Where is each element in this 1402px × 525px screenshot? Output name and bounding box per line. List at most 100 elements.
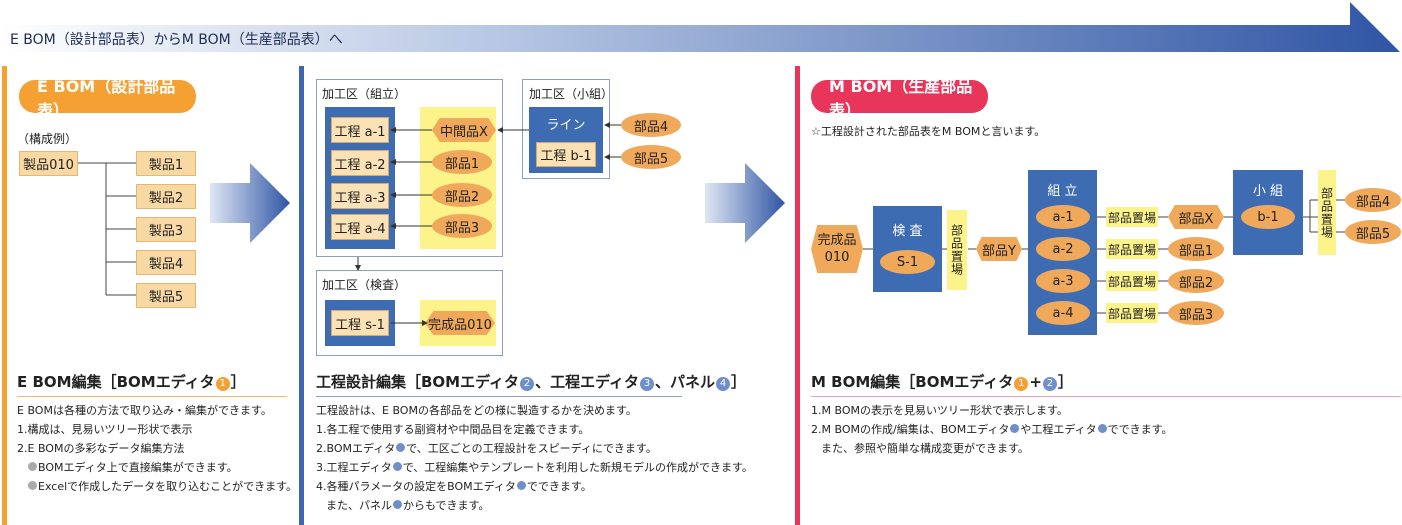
banner-arrow <box>0 2 1400 52</box>
zone-inspection-title: 加工区（検査） <box>322 278 407 292</box>
process-desc-part: 4.各種パラメータの設定をBOMエディタ <box>316 480 516 493</box>
ebom-desc-line: 1.構成は、見易いツリー形状で表示 <box>17 423 193 436</box>
inspection-head: 検 査 <box>892 224 923 239</box>
mbom-part-4: 部品4 <box>1345 188 1401 212</box>
mbom-pill: M BOM（生産部品表） <box>811 77 988 120</box>
finished-label: 完成品 <box>817 233 857 248</box>
process-desc-line: また、パネルからもできます。 <box>316 496 753 515</box>
line-label: ライン <box>546 118 586 133</box>
ebom-desc-line: Excelで作成したデータを取り込むことができます。 <box>38 480 298 493</box>
process-desc-part: で、工程編集やテンプレートを利用した新規モデルの作成ができます。 <box>402 461 753 474</box>
ebom-child-3: 製品3 <box>136 217 196 242</box>
mbom-inspection-panel <box>873 206 942 292</box>
ebom-pill: E BOM（設計部品表） <box>19 77 196 120</box>
ebom-column-bar <box>2 66 7 525</box>
process-divider <box>316 396 682 397</box>
ebom-pill-label: E BOM（設計部品表） <box>37 76 176 120</box>
process-step-a4: 工程 a-4 <box>331 214 389 240</box>
badge-1-icon: 1 <box>215 377 230 391</box>
mbom-description: 1.M BOMの表示を見易いツリー形状で表示します。 2.M BOMの作成/編集… <box>811 401 1173 458</box>
zone-small-assembly-title: 加工区（小組） <box>529 87 614 101</box>
ebom-desc-line: E BOMは各種の方法で取り込み・編集ができます。 <box>17 404 272 417</box>
mbom-desc-line: 1.M BOMの表示を見易いツリー形状で表示します。 <box>811 404 1068 417</box>
badge-2-icon: 2 <box>520 377 535 391</box>
mbom-edit-plus: + <box>1029 373 1042 391</box>
ebom-desc-bullet: BOMエディタ上で直接編集ができます。 <box>17 458 297 477</box>
finished-code: 010 <box>824 250 850 265</box>
mbom-desc-part: や工程エディタ <box>1020 423 1097 436</box>
ebom-description: E BOMは各種の方法で取り込み・編集ができます。 1.構成は、見易いツリー形状… <box>17 401 297 496</box>
ebom-child-2: 製品2 <box>136 184 196 209</box>
assembly-head: 組 立 <box>1047 184 1078 199</box>
input-part-3: 部品3 <box>432 214 492 238</box>
mbom-divider <box>811 396 1401 397</box>
small-code-b1: b-1 <box>1241 205 1295 229</box>
process-flow-arrows <box>355 122 621 326</box>
ebom-tree-lines <box>78 162 136 296</box>
input-part-2: 部品2 <box>432 183 492 207</box>
process-desc-part: からもできます。 <box>403 499 490 512</box>
finished-product-010: 完成品010 <box>425 311 495 335</box>
parts-place-small: 部品置場 <box>1318 170 1336 255</box>
process-step-a1: 工程 a-1 <box>331 117 389 143</box>
parts-place-row-3: 部品置場 <box>1106 271 1158 291</box>
small-head: 小 組 <box>1252 184 1284 199</box>
small-part-5: 部品5 <box>621 145 681 169</box>
mbom-part-y: 部品Y <box>976 237 1022 261</box>
process-edit-title-b: 、工程エディタ <box>535 373 640 391</box>
input-intermediate-x: 中間品X <box>432 118 496 142</box>
banner-title: E BOM（設計部品表）からM BOM（生産部品表）へ <box>10 32 343 48</box>
mbom-part-1: 部品1 <box>1168 237 1224 261</box>
mbom-desc-part: 2.M BOMの作成/編集は、BOMエディタ <box>811 423 1010 436</box>
bullet-icon <box>28 462 37 471</box>
ebom-desc-line: 2.E BOMの多彩なデータ編集方法 <box>17 442 185 455</box>
ebom-desc-line: BOMエディタ上で直接編集ができます。 <box>38 461 238 474</box>
process-edit-title-a: 工程設計編集［BOMエディタ <box>316 373 520 391</box>
process-desc-part: また、パネル <box>326 499 392 512</box>
badge-3-icon: 3 <box>640 377 655 391</box>
ebom-divider <box>17 396 287 397</box>
mbom-finished-product: 完成品 010 <box>811 225 863 273</box>
assembly-code-a3: a-3 <box>1036 269 1090 293</box>
mbom-part-5: 部品5 <box>1345 220 1401 244</box>
mbom-desc-part: でできます。 <box>1107 423 1173 436</box>
badge-1-icon: 1 <box>1014 377 1029 391</box>
process-desc-part: 2.BOMエディタ <box>316 442 396 455</box>
process-desc-part: で、工区ごとの工程設計をスピーディにできます。 <box>406 442 657 455</box>
process-step-b1: 工程 b-1 <box>536 142 596 167</box>
parts-place-row-2: 部品置場 <box>1106 239 1158 259</box>
process-desc-part: でできます。 <box>526 480 592 493</box>
process-desc-line: 4.各種パラメータの設定をBOMエディタでできます。 <box>316 477 753 496</box>
badge-4-icon: 4 <box>716 377 731 391</box>
assembly-code-a1: a-1 <box>1036 205 1090 229</box>
bullet-icon <box>28 481 37 490</box>
process-step-a2: 工程 a-2 <box>331 150 389 176</box>
badge-dot-icon <box>393 500 402 509</box>
small-part-4: 部品4 <box>621 113 681 137</box>
parts-place-inspection: 部品置場 <box>947 210 967 290</box>
badge-dot-icon <box>396 443 406 452</box>
mbom-part-x: 部品X <box>1168 205 1224 229</box>
mbom-edit-title-b: ］ <box>1057 373 1073 391</box>
parts-place-row-4: 部品置場 <box>1106 303 1158 323</box>
ebom-desc-bullet: Excelで作成したデータを取り込むことができます。 <box>17 477 297 496</box>
mbom-desc-line: また、参照や簡単な構成変更ができます。 <box>821 442 1029 455</box>
assembly-code-a4: a-4 <box>1036 301 1090 325</box>
process-step-a3: 工程 a-3 <box>331 183 389 209</box>
mbom-part-3: 部品3 <box>1168 301 1224 325</box>
badge-dot-icon <box>1097 424 1107 433</box>
ebom-root-product: 製品010 <box>19 151 78 176</box>
arrow-ebom-to-process-icon <box>210 163 290 243</box>
mbom-column-bar <box>795 66 800 525</box>
inspection-code: S-1 <box>880 250 935 274</box>
zone-assembly-title: 加工区（組立） <box>322 87 407 101</box>
parts-place-row-1: 部品置場 <box>1106 207 1158 227</box>
process-desc-line: 2.BOMエディタで、工区ごとの工程設計をスピーディにできます。 <box>316 439 753 458</box>
mbom-edit-title-a: M BOM編集［BOMエディタ <box>811 373 1014 391</box>
badge-dot-icon <box>516 481 526 490</box>
arrow-process-to-mbom-icon <box>705 163 785 243</box>
mbom-note: ☆工程設計された部品表をM BOMと言います。 <box>811 125 1046 138</box>
mbom-part-2: 部品2 <box>1168 269 1224 293</box>
